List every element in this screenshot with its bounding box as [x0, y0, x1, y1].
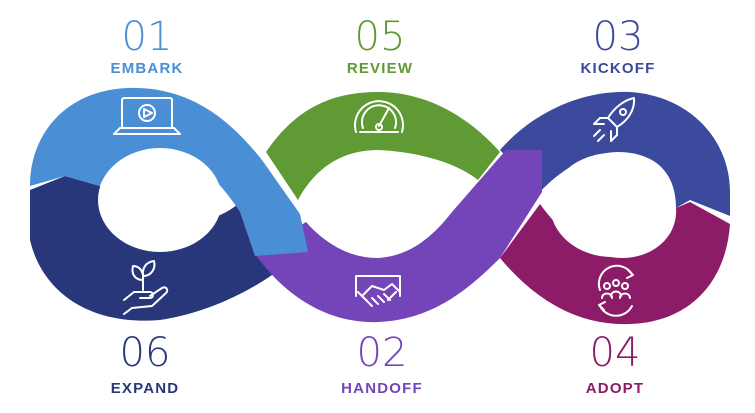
laptop-video-icon — [113, 97, 181, 135]
embark-band — [30, 87, 308, 256]
step-number-05: 05 — [355, 14, 406, 60]
plant-hand-icon — [123, 260, 169, 315]
step-label-adopt: ADOPT — [586, 380, 645, 397]
review-band — [266, 92, 500, 200]
team-cycle-icon — [597, 264, 634, 317]
step-number-04: 04 — [590, 330, 641, 376]
handshake-icon — [355, 275, 401, 307]
speedometer-icon — [354, 100, 404, 133]
adopt-band — [500, 202, 730, 325]
right-loop-hole — [550, 153, 674, 257]
step-label-embark: EMBARK — [110, 60, 183, 77]
step-number-01: 01 — [122, 14, 173, 60]
step-label-kickoff: KICKOFF — [580, 60, 655, 77]
step-label-handoff: HANDOFF — [341, 380, 423, 397]
left-loop-hole — [98, 148, 222, 252]
handoff-band — [255, 150, 542, 323]
step-label-review: REVIEW — [347, 60, 413, 77]
step-number-02: 02 — [357, 330, 408, 376]
infinity-loop — [30, 87, 730, 325]
kickoff-band — [500, 91, 730, 216]
step-number-06: 06 — [120, 330, 171, 376]
step-label-expand: EXPAND — [111, 380, 180, 397]
rocket-icon — [593, 97, 636, 142]
step-number-03: 03 — [593, 14, 644, 60]
